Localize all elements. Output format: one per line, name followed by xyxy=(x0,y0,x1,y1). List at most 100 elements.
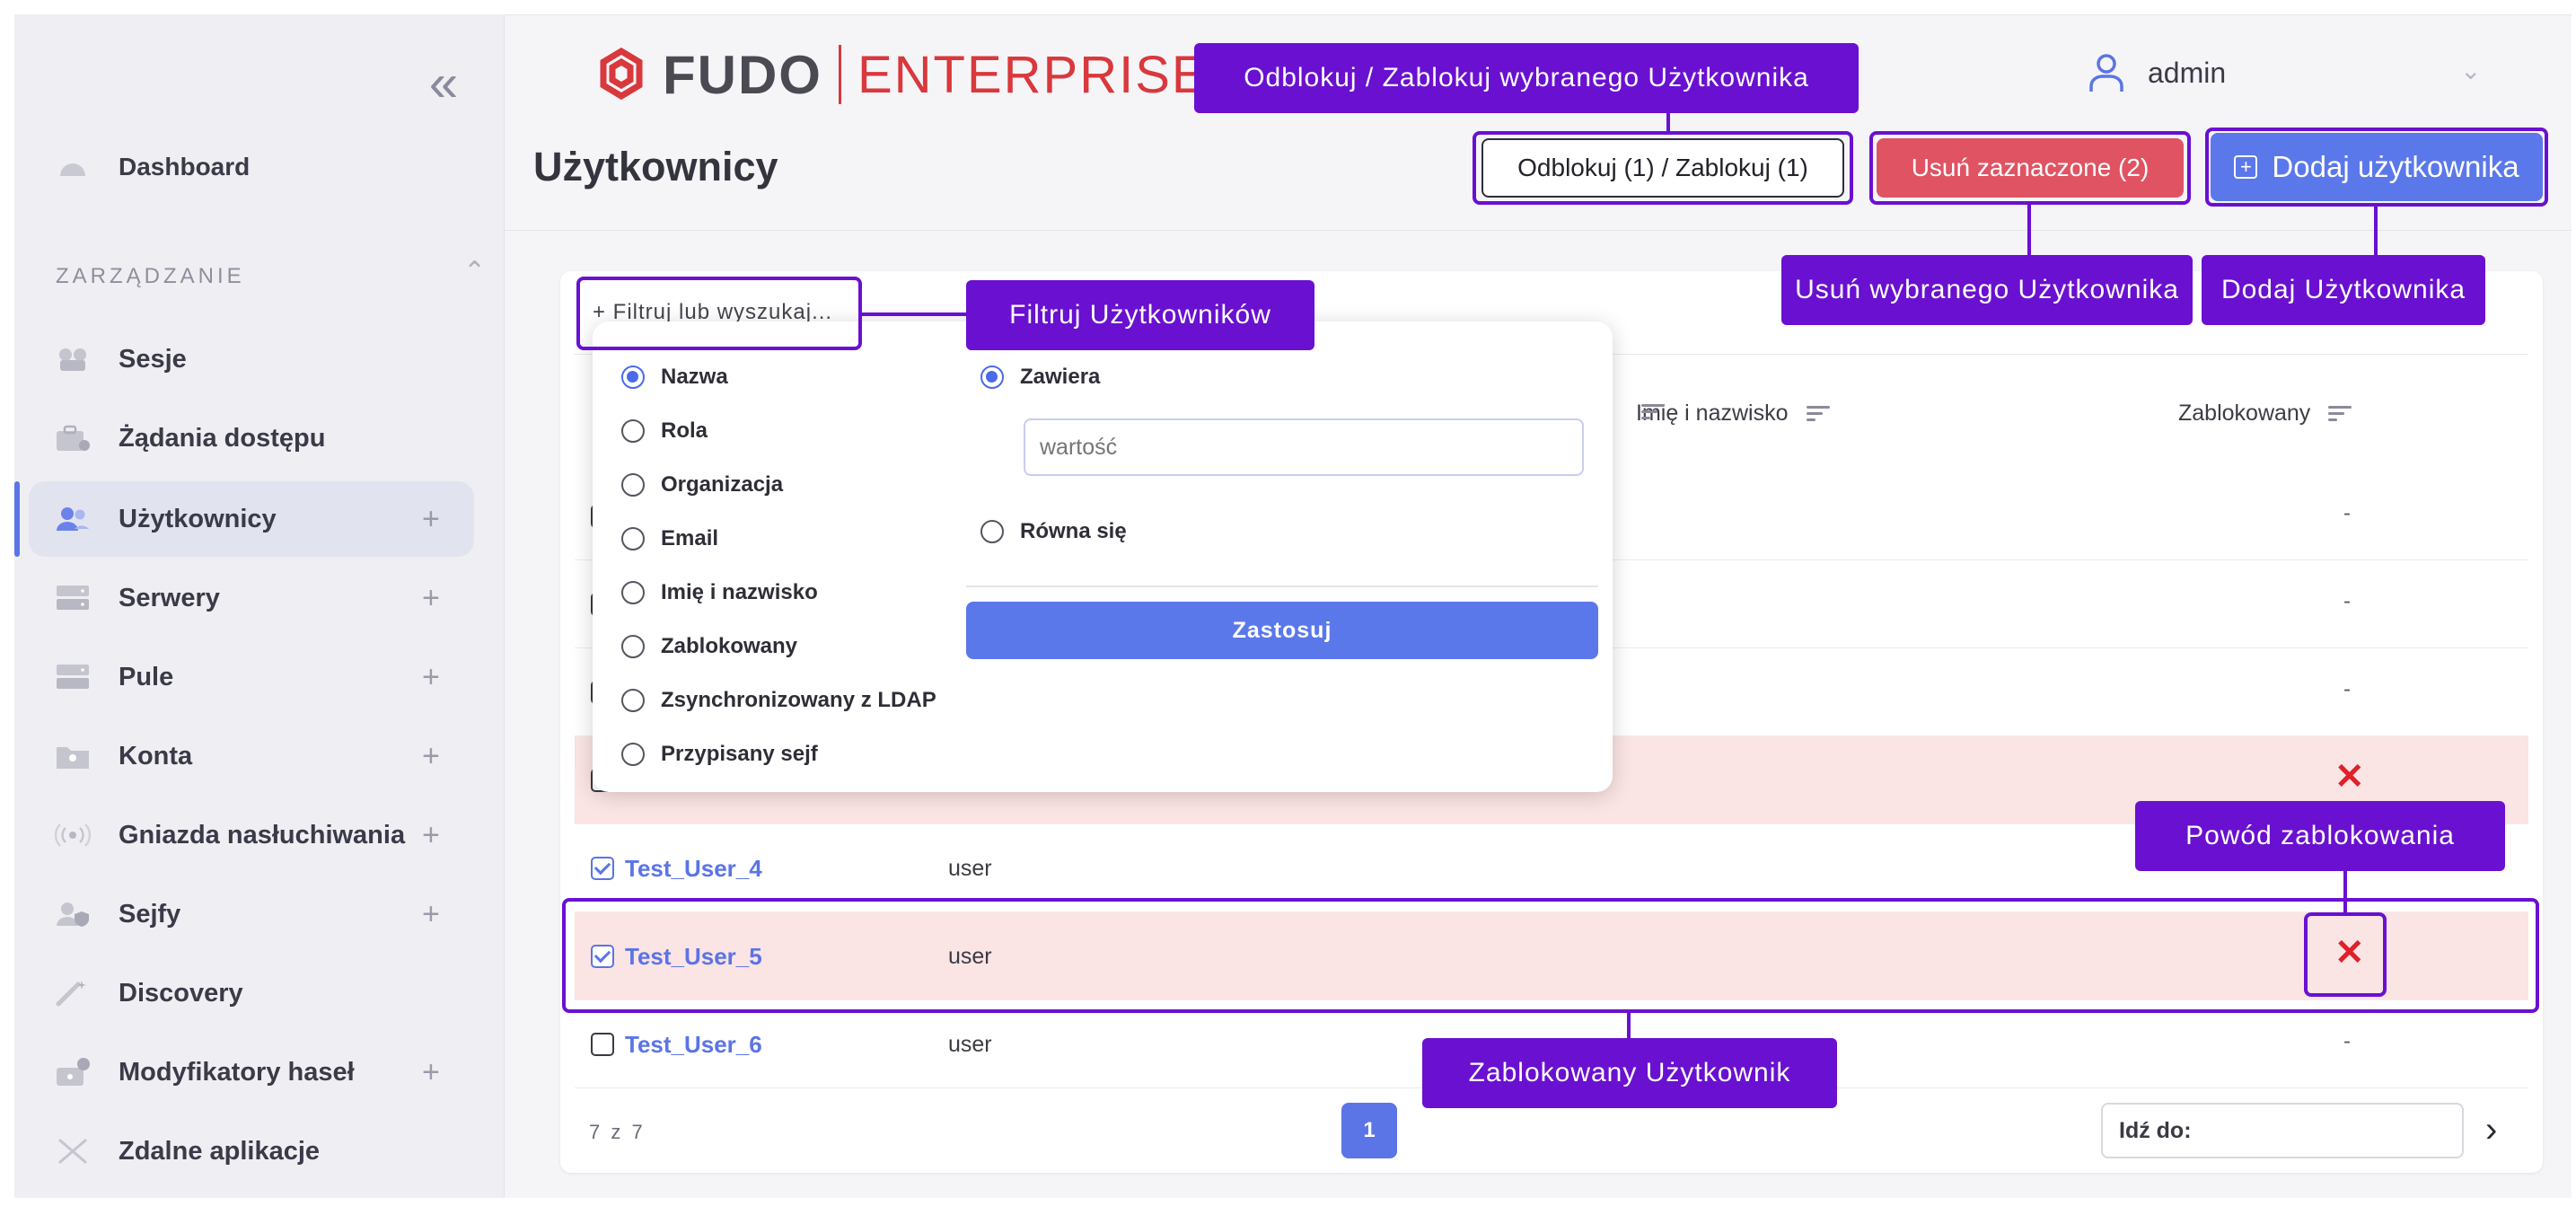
blocked-value: - xyxy=(2343,589,2351,613)
sidebar-item-sesje[interactable]: Sesje xyxy=(0,321,490,397)
sidebar-item-label: Żądania dostępu xyxy=(119,423,326,453)
sidebar-item-label: Serwery xyxy=(119,583,220,612)
row-checkbox[interactable] xyxy=(591,945,614,968)
radio[interactable] xyxy=(621,473,645,497)
sort-icon[interactable] xyxy=(1806,405,1830,422)
sidebar-item-dashboard[interactable]: Dashboard xyxy=(0,129,490,205)
operator-contains-option[interactable]: Zawiera xyxy=(980,365,1100,390)
filter-field-option[interactable]: Rola xyxy=(621,418,708,444)
radio[interactable] xyxy=(621,419,645,443)
unblock-block-button[interactable]: Odblokuj (1) / Zablokuj (1) xyxy=(1481,138,1844,198)
radio[interactable] xyxy=(621,635,645,658)
blocked-x-icon[interactable]: ✕ xyxy=(2334,933,2365,973)
sidebar-item-zadania-dostepu[interactable]: Żądania dostępu xyxy=(0,401,490,476)
radio[interactable] xyxy=(980,520,1004,543)
radio-selected[interactable] xyxy=(980,365,1004,389)
sidebar-item-label: Discovery xyxy=(119,978,243,1008)
table-row[interactable]: Test_User_4 user xyxy=(575,824,2528,912)
add-account-plus-icon[interactable]: + xyxy=(422,738,440,773)
radio[interactable] xyxy=(621,743,645,766)
filter-value-input[interactable] xyxy=(1024,418,1584,476)
highlight-filter-button xyxy=(576,277,862,350)
remote-apps-icon xyxy=(54,1136,92,1167)
filter-search-button[interactable]: + Filtruj lub wyszukaj... xyxy=(593,300,833,324)
sidebar-item-label: Gniazda nasłuchiwania xyxy=(119,820,406,850)
filter-field-option[interactable]: Imię i nazwisko xyxy=(621,580,818,605)
add-user-button[interactable]: + Dodaj użytkownika xyxy=(2211,133,2543,201)
next-page-icon[interactable]: › xyxy=(2485,1110,2498,1149)
user-icon xyxy=(2089,54,2123,92)
annotation-blocked-user: Zablokowany Użytkownik xyxy=(1422,1038,1837,1108)
dashboard-icon xyxy=(54,152,92,182)
row-checkbox[interactable] xyxy=(591,857,614,880)
password-modifiers-icon xyxy=(54,1057,92,1087)
servers-icon xyxy=(54,583,92,613)
user-role: user xyxy=(948,1032,992,1057)
accounts-icon xyxy=(54,741,92,771)
row-checkbox[interactable] xyxy=(591,1033,614,1056)
radio-selected[interactable] xyxy=(621,365,645,389)
sidebar-item-uzytkownicy[interactable]: Użytkownicy + xyxy=(29,481,474,557)
user-menu[interactable]: admin xyxy=(2087,50,2226,95)
highlight-blocked-row xyxy=(562,898,2539,1013)
user-name-link[interactable]: Test_User_6 xyxy=(625,1031,762,1058)
radio[interactable] xyxy=(621,689,645,712)
sidebar-item-zdalne-aplikacje[interactable]: Zdalne aplikacje xyxy=(0,1114,490,1189)
chevron-up-icon[interactable]: ⌄ xyxy=(463,254,487,284)
filter-field-option[interactable]: Organizacja xyxy=(621,472,783,497)
annotation-delete: Usuń wybranego Użytkownika xyxy=(1781,255,2193,325)
filter-field-option[interactable]: Nazwa xyxy=(621,365,728,390)
add-user-plus-icon[interactable]: + xyxy=(422,501,440,536)
annotation-add: Dodaj Użytkownika xyxy=(2202,255,2485,325)
add-listener-plus-icon[interactable]: + xyxy=(422,817,440,852)
user-name-link[interactable]: Test_User_5 xyxy=(625,943,762,970)
sidebar-item-label: Sejfy xyxy=(119,899,181,929)
add-password-modifier-plus-icon[interactable]: + xyxy=(422,1054,440,1089)
column-header-full-name[interactable]: Imię i nazwisko xyxy=(1636,401,1830,427)
sidebar-section-title: ZARZĄDZANIE xyxy=(56,264,245,288)
sidebar-item-serwery[interactable]: Serwery + xyxy=(0,560,490,636)
operator-equals-option[interactable]: Równa się xyxy=(980,519,1127,544)
column-header-blocked[interactable]: Zablokowany xyxy=(2178,401,2352,427)
magic-wand-icon xyxy=(54,978,92,1008)
chevron-down-icon[interactable]: ⌄ xyxy=(2460,57,2482,84)
users-icon xyxy=(54,504,92,534)
page-title: Użytkownicy xyxy=(533,144,778,189)
sidebar-item-label: Modyfikatory haseł xyxy=(119,1057,355,1087)
goto-page-input[interactable]: Idź do: xyxy=(2101,1103,2464,1158)
sidebar-item-gniazda-nasluchiwania[interactable]: Gniazda nasłuchiwania + xyxy=(0,797,490,873)
radio[interactable] xyxy=(621,581,645,604)
highlight-delete-button xyxy=(1869,131,2191,205)
sidebar-item-label: Konta xyxy=(119,741,193,770)
sort-icon[interactable] xyxy=(2328,405,2352,422)
table-row-blocked[interactable]: Test_User_5 user ✕ xyxy=(575,912,2528,1000)
user-name-link[interactable]: Test_User_4 xyxy=(625,855,762,882)
filter-field-option[interactable]: Zablokowany xyxy=(621,634,797,659)
blocked-x-icon[interactable]: ✕ xyxy=(2334,757,2365,797)
sort-icon[interactable] xyxy=(1641,404,1665,420)
sidebar-item-label: Pule xyxy=(119,662,174,691)
sidebar-item-sejfy[interactable]: Sejfy + xyxy=(0,876,490,952)
radio[interactable] xyxy=(621,527,645,550)
sidebar-item-modyfikatory-hasel[interactable]: Modyfikatory haseł + xyxy=(0,1035,490,1110)
filter-field-option[interactable]: Zsynchronizowany z LDAP xyxy=(621,688,936,713)
add-server-plus-icon[interactable]: + xyxy=(422,580,440,615)
listeners-icon xyxy=(54,820,92,850)
sidebar-item-konta[interactable]: Konta + xyxy=(0,718,490,794)
add-pool-plus-icon[interactable]: + xyxy=(422,659,440,694)
page-button-1[interactable]: 1 xyxy=(1341,1103,1397,1158)
username: admin xyxy=(2148,56,2227,89)
sidebar-item-discovery[interactable]: Discovery xyxy=(0,955,490,1031)
apply-filter-button[interactable]: Zastosuj xyxy=(966,602,1598,659)
access-requests-icon xyxy=(54,423,92,453)
delete-selected-button[interactable]: Usuń zaznaczone (2) xyxy=(1877,138,2184,198)
collapse-sidebar-icon[interactable]: « xyxy=(428,54,459,112)
add-user-label: Dodaj użytkownika xyxy=(2272,150,2519,183)
filter-field-option[interactable]: Email xyxy=(621,526,718,551)
filter-field-option[interactable]: Przypisany sejf xyxy=(621,742,818,767)
blocked-value: - xyxy=(2343,677,2351,701)
annotation-filter: Filtruj Użytkowników xyxy=(966,280,1314,350)
sidebar-item-pule[interactable]: Pule + xyxy=(0,639,490,715)
add-safe-plus-icon[interactable]: + xyxy=(422,896,440,931)
